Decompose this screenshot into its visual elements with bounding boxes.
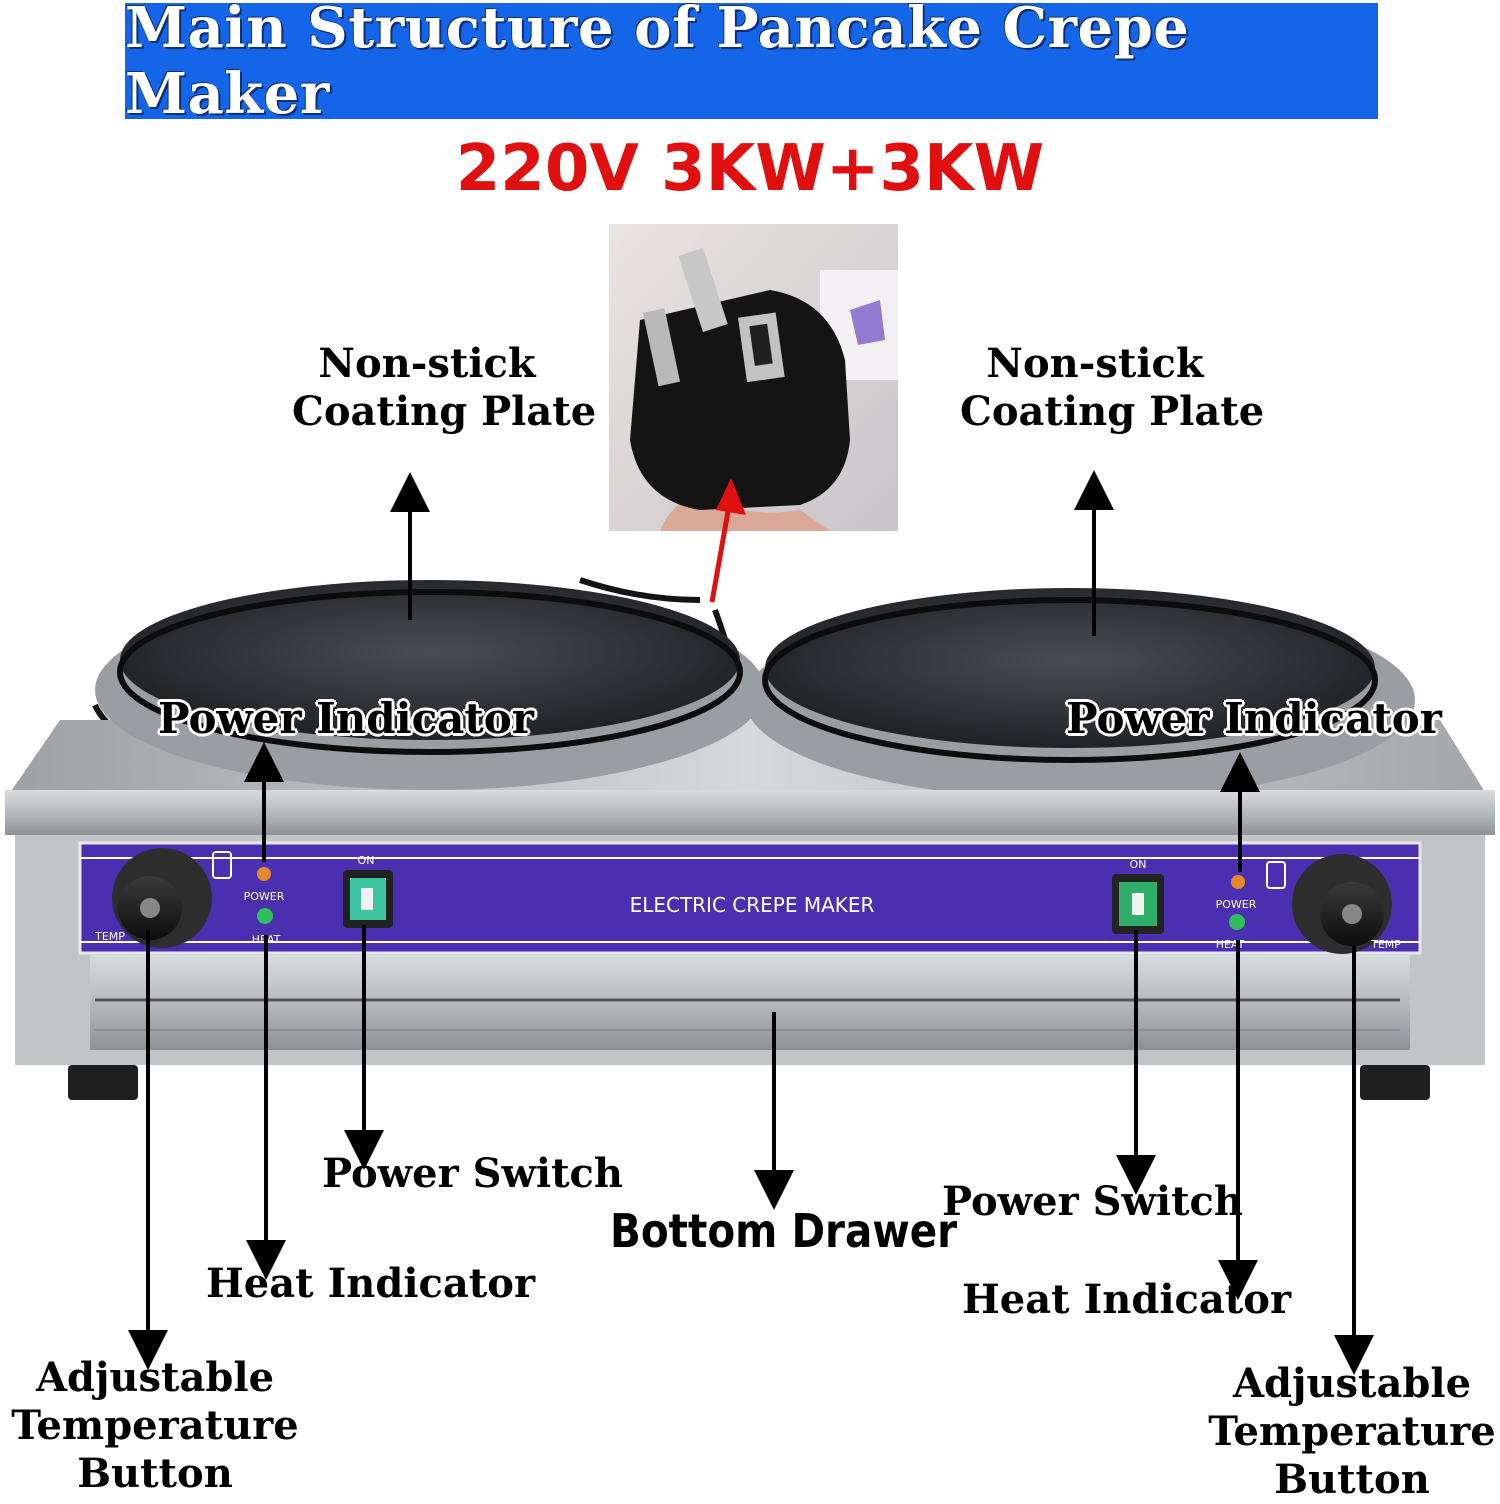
label-power-switch-right: Power Switch (942, 1178, 1243, 1225)
right-heat-text: HEAT (1216, 938, 1245, 951)
left-controls (112, 848, 393, 948)
label-plate-right-line1: Non-stick (986, 340, 1204, 387)
callout-arrows (128, 470, 1374, 1375)
right-controls (1112, 854, 1392, 954)
left-power-text: POWER (244, 890, 285, 903)
label-plate-left: Non-stick Coating Plate (292, 340, 597, 436)
label-plate-left-line1: Non-stick (318, 340, 536, 387)
label-temp-button-right: Adjustable Temperature Button (1207, 1360, 1497, 1504)
left-on-text: ON (358, 854, 375, 867)
right-on-text: ON (1130, 858, 1147, 871)
label-plate-right: Non-stick Coating Plate (960, 340, 1265, 436)
label-temp-button-right-line2: Temperature (1208, 1408, 1496, 1455)
label-plate-right-line2: Coating Plate (960, 388, 1265, 435)
foot-left (68, 1065, 138, 1100)
left-plate (95, 580, 765, 790)
label-temp-button-left-line2: Temperature (11, 1402, 299, 1449)
label-heat-indicator-right: Heat Indicator (962, 1276, 1292, 1323)
spec-label: 220V 3KW+3KW (455, 132, 1045, 206)
arrow-plug (709, 478, 746, 603)
label-heat-indicator-left: Heat Indicator (206, 1260, 536, 1307)
label-bottom-drawer: Bottom Drawer (610, 1204, 958, 1258)
label-temp-button-right-line1: Adjustable (1232, 1360, 1472, 1407)
page-title: Main Structure of Pancake Crepe Maker (125, 0, 1190, 127)
title-banner: Main Structure of Pancake Crepe Maker (125, 0, 1378, 127)
label-temp-button-left-line3: Button (77, 1450, 233, 1497)
right-power-text: POWER (1216, 898, 1257, 911)
label-power-switch-left: Power Switch (322, 1150, 623, 1197)
front-lip (5, 790, 1495, 835)
right-temp-text: TEMP (1370, 938, 1401, 951)
panel-brand-text: ELECTRIC CREPE MAKER (630, 893, 875, 917)
foot-right (1360, 1065, 1430, 1100)
label-temp-button-right-line3: Button (1274, 1456, 1430, 1503)
plug-photo (609, 224, 898, 531)
label-power-indicator-left: Power Indicator (158, 694, 534, 743)
control-panel (78, 841, 1422, 955)
label-plate-left-line2: Coating Plate (292, 388, 597, 435)
label-temp-button-left: Adjustable Temperature Button (10, 1354, 300, 1498)
bottom-drawer (90, 955, 1410, 1050)
label-temp-button-left-line1: Adjustable (35, 1354, 275, 1401)
right-plate (745, 588, 1415, 800)
left-temp-text: TEMP (94, 930, 125, 943)
label-power-indicator-right: Power Indicator (1066, 694, 1442, 743)
